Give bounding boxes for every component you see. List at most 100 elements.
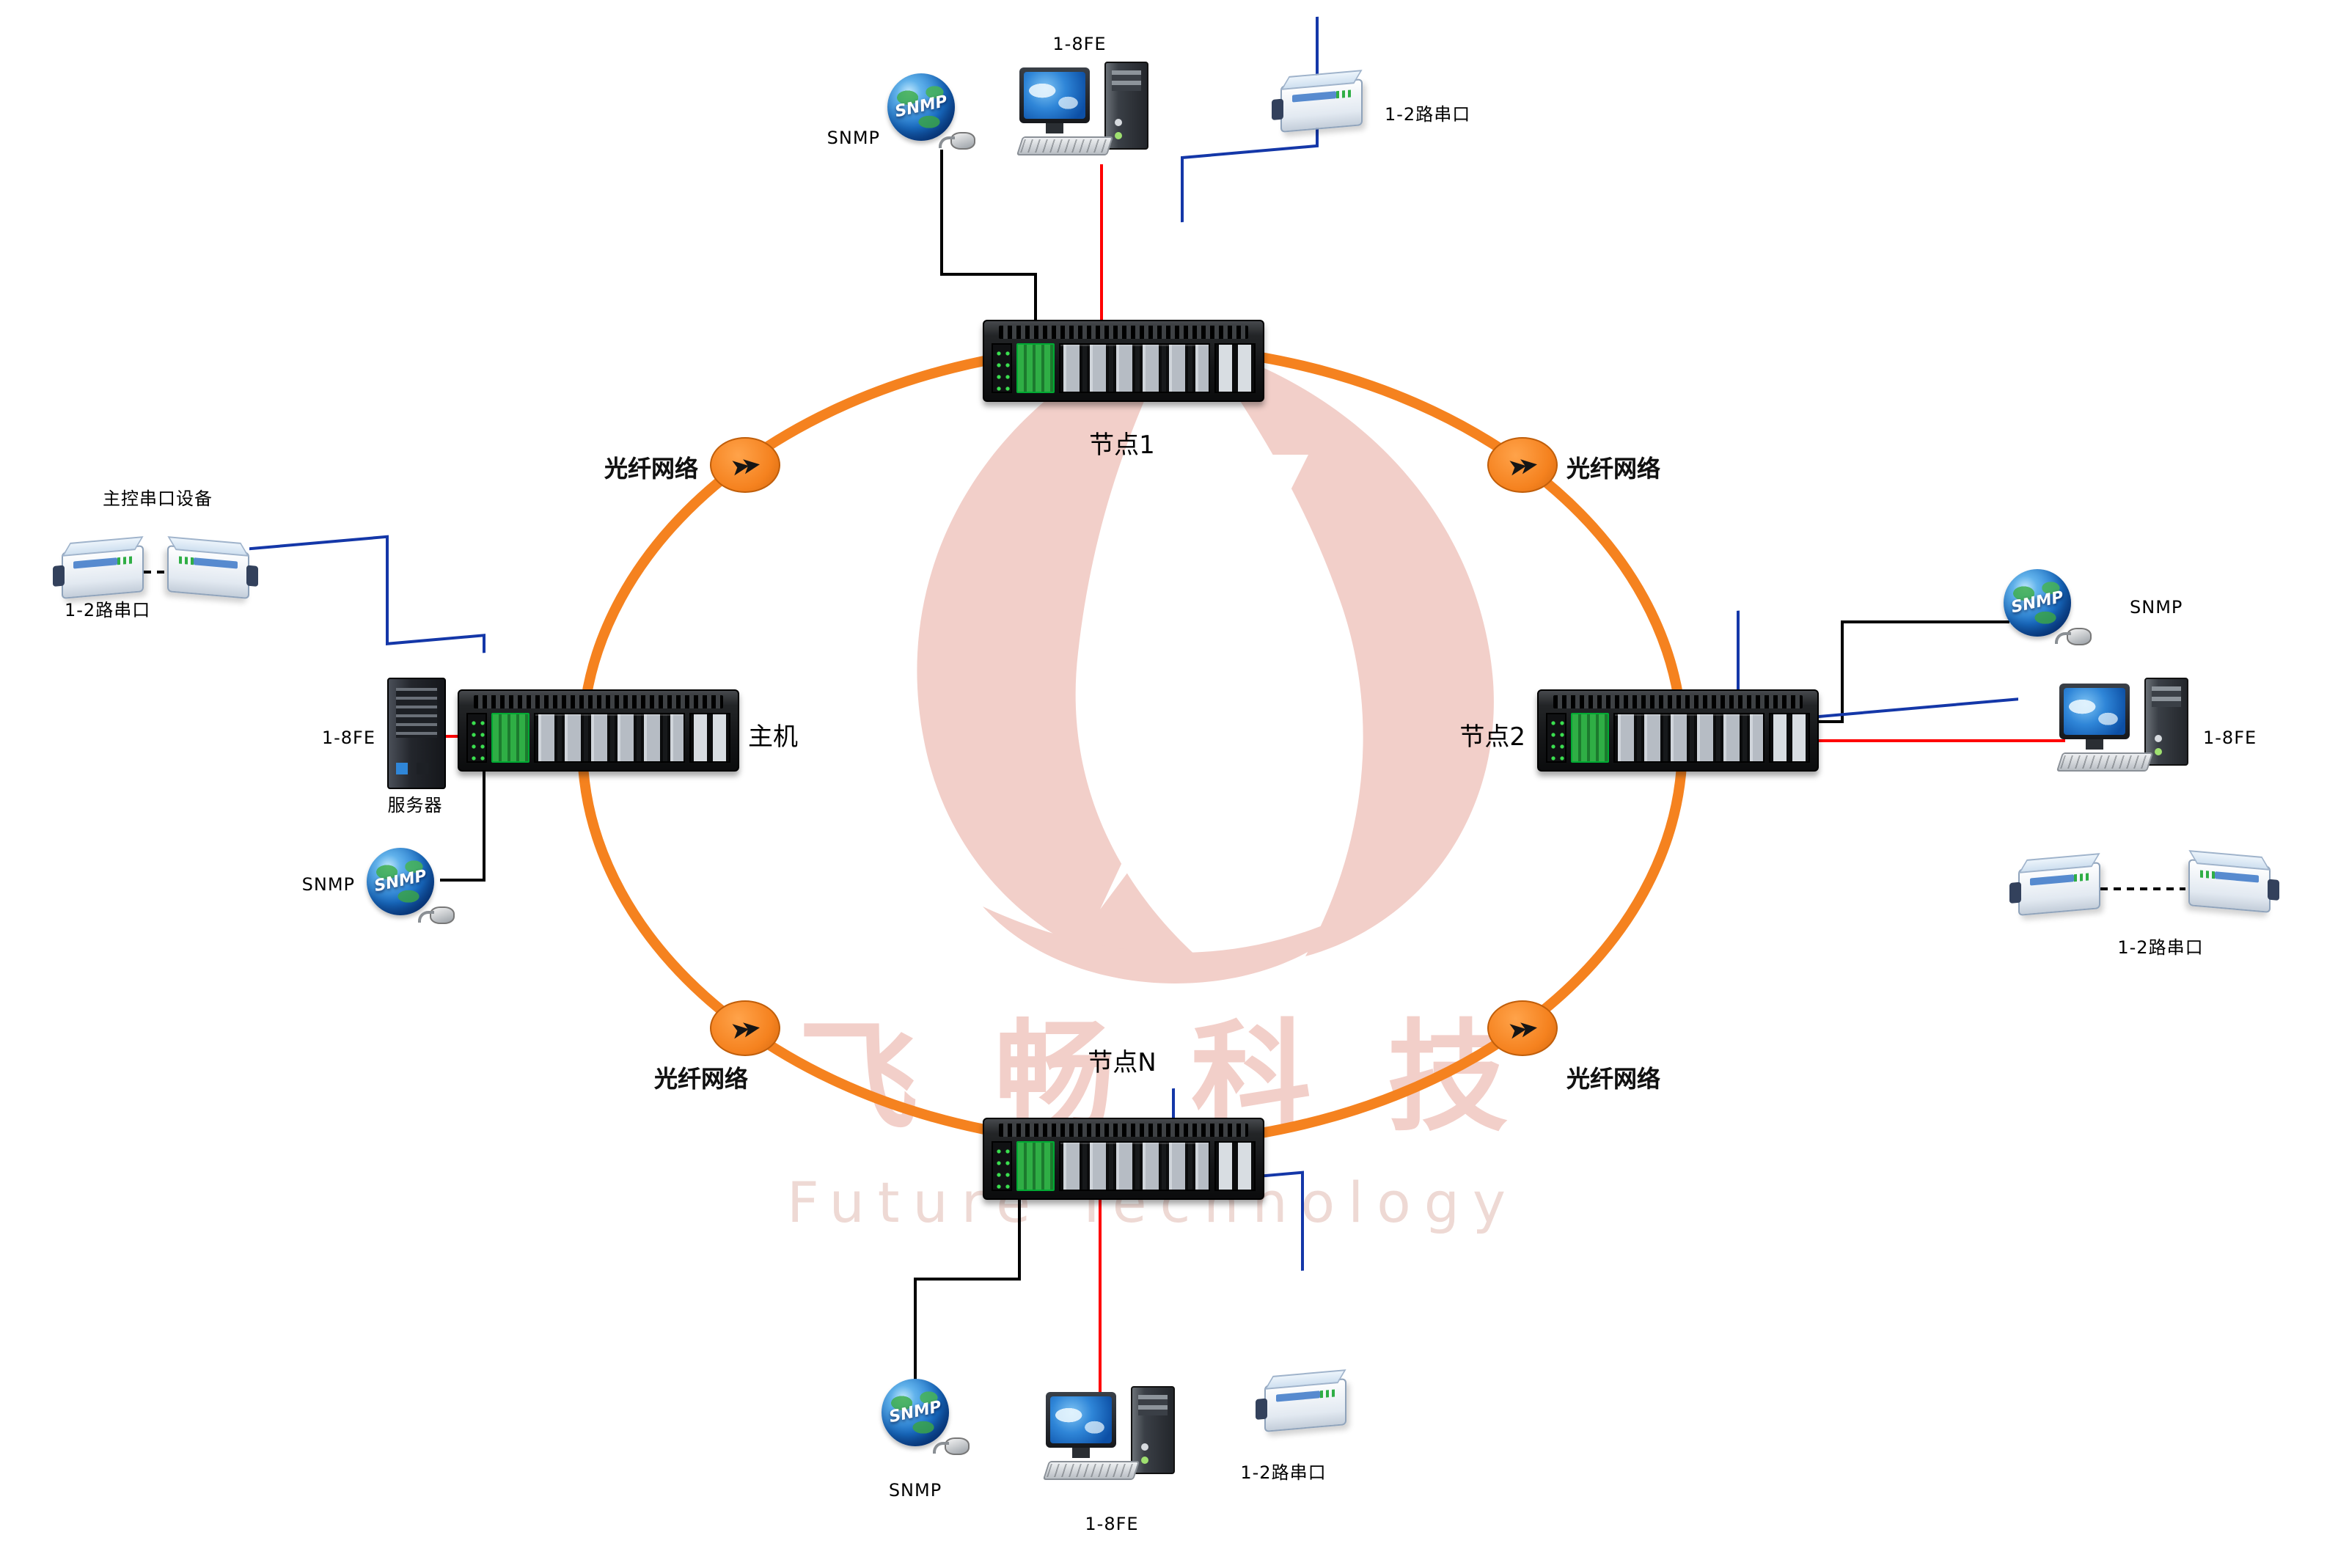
master-serial-title: 主控串口设备 bbox=[103, 488, 213, 509]
serial-terminals bbox=[1336, 89, 1354, 99]
uplink-ports bbox=[1214, 1141, 1256, 1191]
serial-label-top: 1-2路串口 bbox=[1385, 104, 1471, 125]
rj45-ports bbox=[1059, 343, 1210, 393]
brand-logo-watermark bbox=[917, 323, 1494, 983]
led-block bbox=[466, 713, 487, 763]
terminal-block bbox=[1016, 1141, 1055, 1191]
fe-label-left: 1-8FE bbox=[321, 728, 375, 748]
host-label: 主机 bbox=[748, 723, 798, 752]
fiber-label-top-left: 光纤网络 bbox=[604, 455, 698, 483]
serial-converter-left-2 bbox=[167, 545, 249, 599]
fiber-arrows-top-right: ➤➤ bbox=[1487, 437, 1558, 493]
terminal-block bbox=[1571, 713, 1609, 763]
line-bottom-snmp bbox=[914, 1191, 1021, 1382]
fe-label-right: 1-8FE bbox=[2203, 728, 2257, 748]
serial-converter-top bbox=[1280, 78, 1363, 133]
logo-left-swoosh bbox=[917, 323, 1210, 972]
computer-top bbox=[1016, 62, 1154, 167]
switch-vents bbox=[999, 1124, 1248, 1137]
led-block bbox=[992, 343, 1012, 393]
fiber-arrows-top-left: ➤➤ bbox=[710, 437, 780, 493]
serial-terminals bbox=[2074, 873, 2092, 882]
fiber-arrows-bottom-left: ➤➤ bbox=[710, 1000, 780, 1056]
snmp-globe-bottom: SNMP bbox=[882, 1379, 970, 1455]
computer-right bbox=[2056, 678, 2194, 783]
switch-front-panel bbox=[466, 713, 730, 763]
computer-tower bbox=[1104, 62, 1148, 150]
double-arrow-icon: ➤➤ bbox=[728, 1013, 754, 1044]
switch-front-panel bbox=[1546, 713, 1810, 763]
globe-snmp-text: SNMP bbox=[372, 865, 429, 896]
fiber-label-top-right: 光纤网络 bbox=[1566, 455, 1661, 483]
serial-converter-right-1 bbox=[2018, 862, 2100, 916]
led-block bbox=[1546, 713, 1566, 763]
double-arrow-icon: ➤➤ bbox=[728, 450, 754, 481]
fiber-label-bottom-left: 光纤网络 bbox=[654, 1065, 749, 1093]
serial-terminals bbox=[176, 556, 194, 565]
terminal-block bbox=[491, 713, 529, 763]
fe-label-top: 1-8FE bbox=[1052, 34, 1107, 54]
line-top-snmp bbox=[940, 150, 1037, 326]
snmp-label-top: SNMP bbox=[827, 128, 880, 148]
logo-base-swoosh bbox=[983, 906, 1364, 983]
keyboard bbox=[1042, 1461, 1140, 1480]
computer-screen bbox=[2064, 688, 2125, 735]
computer-screen bbox=[1050, 1396, 1112, 1443]
keyboard bbox=[1016, 136, 1114, 155]
computer-tower bbox=[1131, 1386, 1175, 1474]
globe-snmp-text: SNMP bbox=[887, 1396, 944, 1427]
serial-stripe bbox=[73, 557, 117, 569]
serial-label-bottom: 1-2路串口 bbox=[1240, 1462, 1327, 1483]
computer-tower bbox=[2144, 678, 2188, 766]
rj45-ports bbox=[1059, 1141, 1210, 1191]
monitor-stand bbox=[1072, 1448, 1090, 1458]
snmp-label-bottom: SNMP bbox=[888, 1480, 942, 1501]
uplink-ports bbox=[689, 713, 730, 763]
computer-bottom bbox=[1042, 1386, 1181, 1492]
serial-terminals bbox=[117, 556, 135, 565]
double-arrow-icon: ➤➤ bbox=[1505, 450, 1531, 481]
switch-front-panel bbox=[992, 343, 1256, 393]
terminal-block bbox=[1016, 343, 1055, 393]
server-tower bbox=[387, 678, 446, 789]
serial-label-right: 1-2路串口 bbox=[2117, 937, 2204, 958]
switch-vents bbox=[474, 695, 723, 708]
switch-node-1 bbox=[983, 320, 1264, 402]
rj45-ports bbox=[1613, 713, 1765, 763]
snmp-globe-right: SNMP bbox=[2004, 569, 2092, 645]
line-left-snmp bbox=[440, 763, 485, 882]
snmp-label-left: SNMP bbox=[301, 874, 355, 895]
snmp-globe-left: SNMP bbox=[367, 848, 455, 924]
line-right-snmp bbox=[1813, 620, 2009, 723]
computer-monitor bbox=[1019, 67, 1090, 123]
globe-snmp-text: SNMP bbox=[2009, 587, 2066, 618]
node-n-label: 节点N bbox=[1088, 1049, 1157, 1078]
switch-host bbox=[458, 689, 739, 772]
serial-stripe bbox=[2030, 874, 2074, 886]
fe-label-bottom: 1-8FE bbox=[1085, 1514, 1139, 1534]
mouse-icon bbox=[939, 132, 975, 150]
monitor-stand bbox=[2086, 739, 2103, 750]
switch-front-panel bbox=[992, 1141, 1256, 1191]
double-arrow-icon: ➤➤ bbox=[1505, 1013, 1531, 1044]
serial-converter-right-2 bbox=[2188, 859, 2271, 913]
serial-stripe bbox=[2215, 871, 2259, 883]
computer-monitor bbox=[2059, 684, 2130, 739]
serial-stripe bbox=[1276, 1391, 1320, 1402]
globe-snmp-text: SNMP bbox=[893, 91, 950, 122]
logo-lightning bbox=[1100, 455, 1308, 909]
monitor-stand bbox=[1046, 123, 1063, 133]
logo-right-swoosh bbox=[1203, 345, 1494, 956]
serial-terminals bbox=[1320, 1389, 1338, 1399]
fiber-label-bottom-right: 光纤网络 bbox=[1566, 1065, 1661, 1093]
line-left-serial bbox=[249, 535, 485, 653]
serial-stripe bbox=[1292, 91, 1336, 103]
snmp-label-right: SNMP bbox=[2130, 597, 2183, 618]
switch-vents bbox=[1553, 695, 1803, 708]
uplink-ports bbox=[1214, 343, 1256, 393]
switch-node-2 bbox=[1537, 689, 1819, 772]
node-2-label: 节点2 bbox=[1459, 723, 1525, 752]
server-label: 服务器 bbox=[387, 795, 443, 816]
